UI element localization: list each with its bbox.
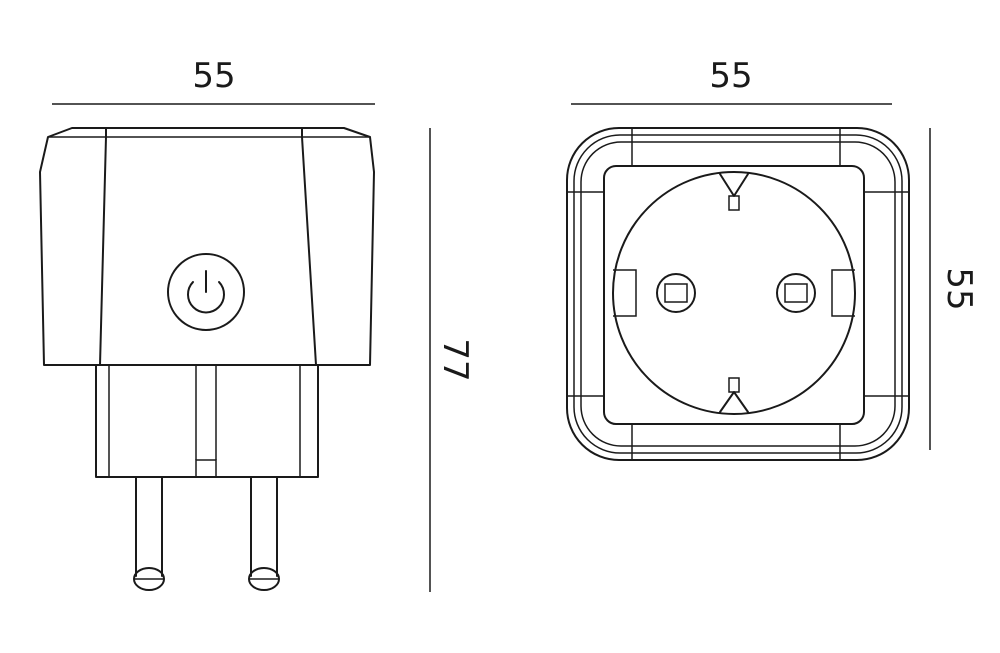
plug-collar — [95, 364, 319, 478]
front-width-label: 55 — [709, 56, 752, 96]
power-button — [167, 253, 245, 331]
front-view: 55 55 — [566, 56, 979, 461]
side-width-label: 55 — [192, 56, 235, 96]
power-icon — [187, 270, 225, 314]
plug-body — [39, 127, 375, 366]
side-height-label: 77 — [435, 338, 475, 381]
socket-recess — [612, 171, 856, 415]
socket-housing — [566, 127, 910, 461]
left-pin — [133, 476, 165, 591]
socket-pin-holes — [656, 273, 816, 313]
right-pin-hole — [776, 273, 816, 313]
plug-pins — [133, 476, 280, 591]
side-view: 55 77 — [39, 56, 475, 592]
right-pin — [248, 476, 280, 591]
front-height-label: 55 — [939, 267, 979, 310]
left-pin-hole — [656, 273, 696, 313]
